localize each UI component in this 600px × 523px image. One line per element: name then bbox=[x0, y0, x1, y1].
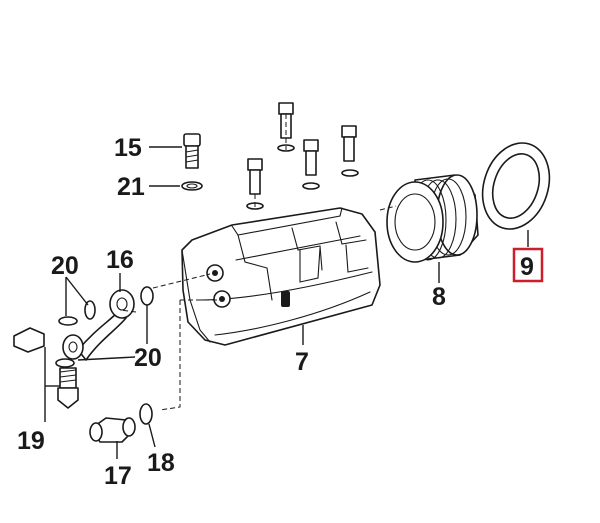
leader-lines bbox=[44, 146, 529, 459]
callout-7: 7 bbox=[295, 348, 309, 376]
bolt-icon bbox=[341, 125, 359, 177]
alignment-lines bbox=[119, 114, 397, 411]
callout-20-upper: 20 bbox=[51, 252, 79, 280]
callout-19: 19 bbox=[17, 427, 45, 455]
washer-part-20 bbox=[55, 286, 154, 368]
bolt-icon bbox=[302, 139, 320, 190]
callout-21: 21 bbox=[117, 173, 145, 201]
callout-8: 8 bbox=[432, 283, 446, 311]
union-fitting-part-17 bbox=[89, 417, 136, 443]
callout-20-lower: 20 bbox=[134, 344, 162, 372]
piston-part-8 bbox=[386, 174, 479, 263]
callout-9: 9 bbox=[520, 253, 534, 281]
callout-17: 17 bbox=[104, 462, 132, 490]
ring-part-9 bbox=[481, 142, 551, 230]
banjo-bolt-part-19 bbox=[13, 327, 79, 409]
callout-15: 15 bbox=[114, 134, 142, 162]
banjo-fitting-part-16 bbox=[62, 289, 135, 361]
bolt-group-top bbox=[246, 102, 359, 210]
housing-part-7 bbox=[181, 207, 381, 346]
callout-labels: 15 21 20 16 20 7 8 19 17 18 9 bbox=[17, 134, 544, 490]
washer-part-21 bbox=[181, 181, 203, 191]
bolt-icon bbox=[246, 158, 264, 210]
highlight-box-9 bbox=[512, 247, 544, 283]
washer-part-18 bbox=[139, 403, 153, 425]
bolt-part-15 bbox=[183, 133, 201, 169]
callout-16: 16 bbox=[106, 246, 134, 274]
callout-18: 18 bbox=[147, 449, 175, 477]
